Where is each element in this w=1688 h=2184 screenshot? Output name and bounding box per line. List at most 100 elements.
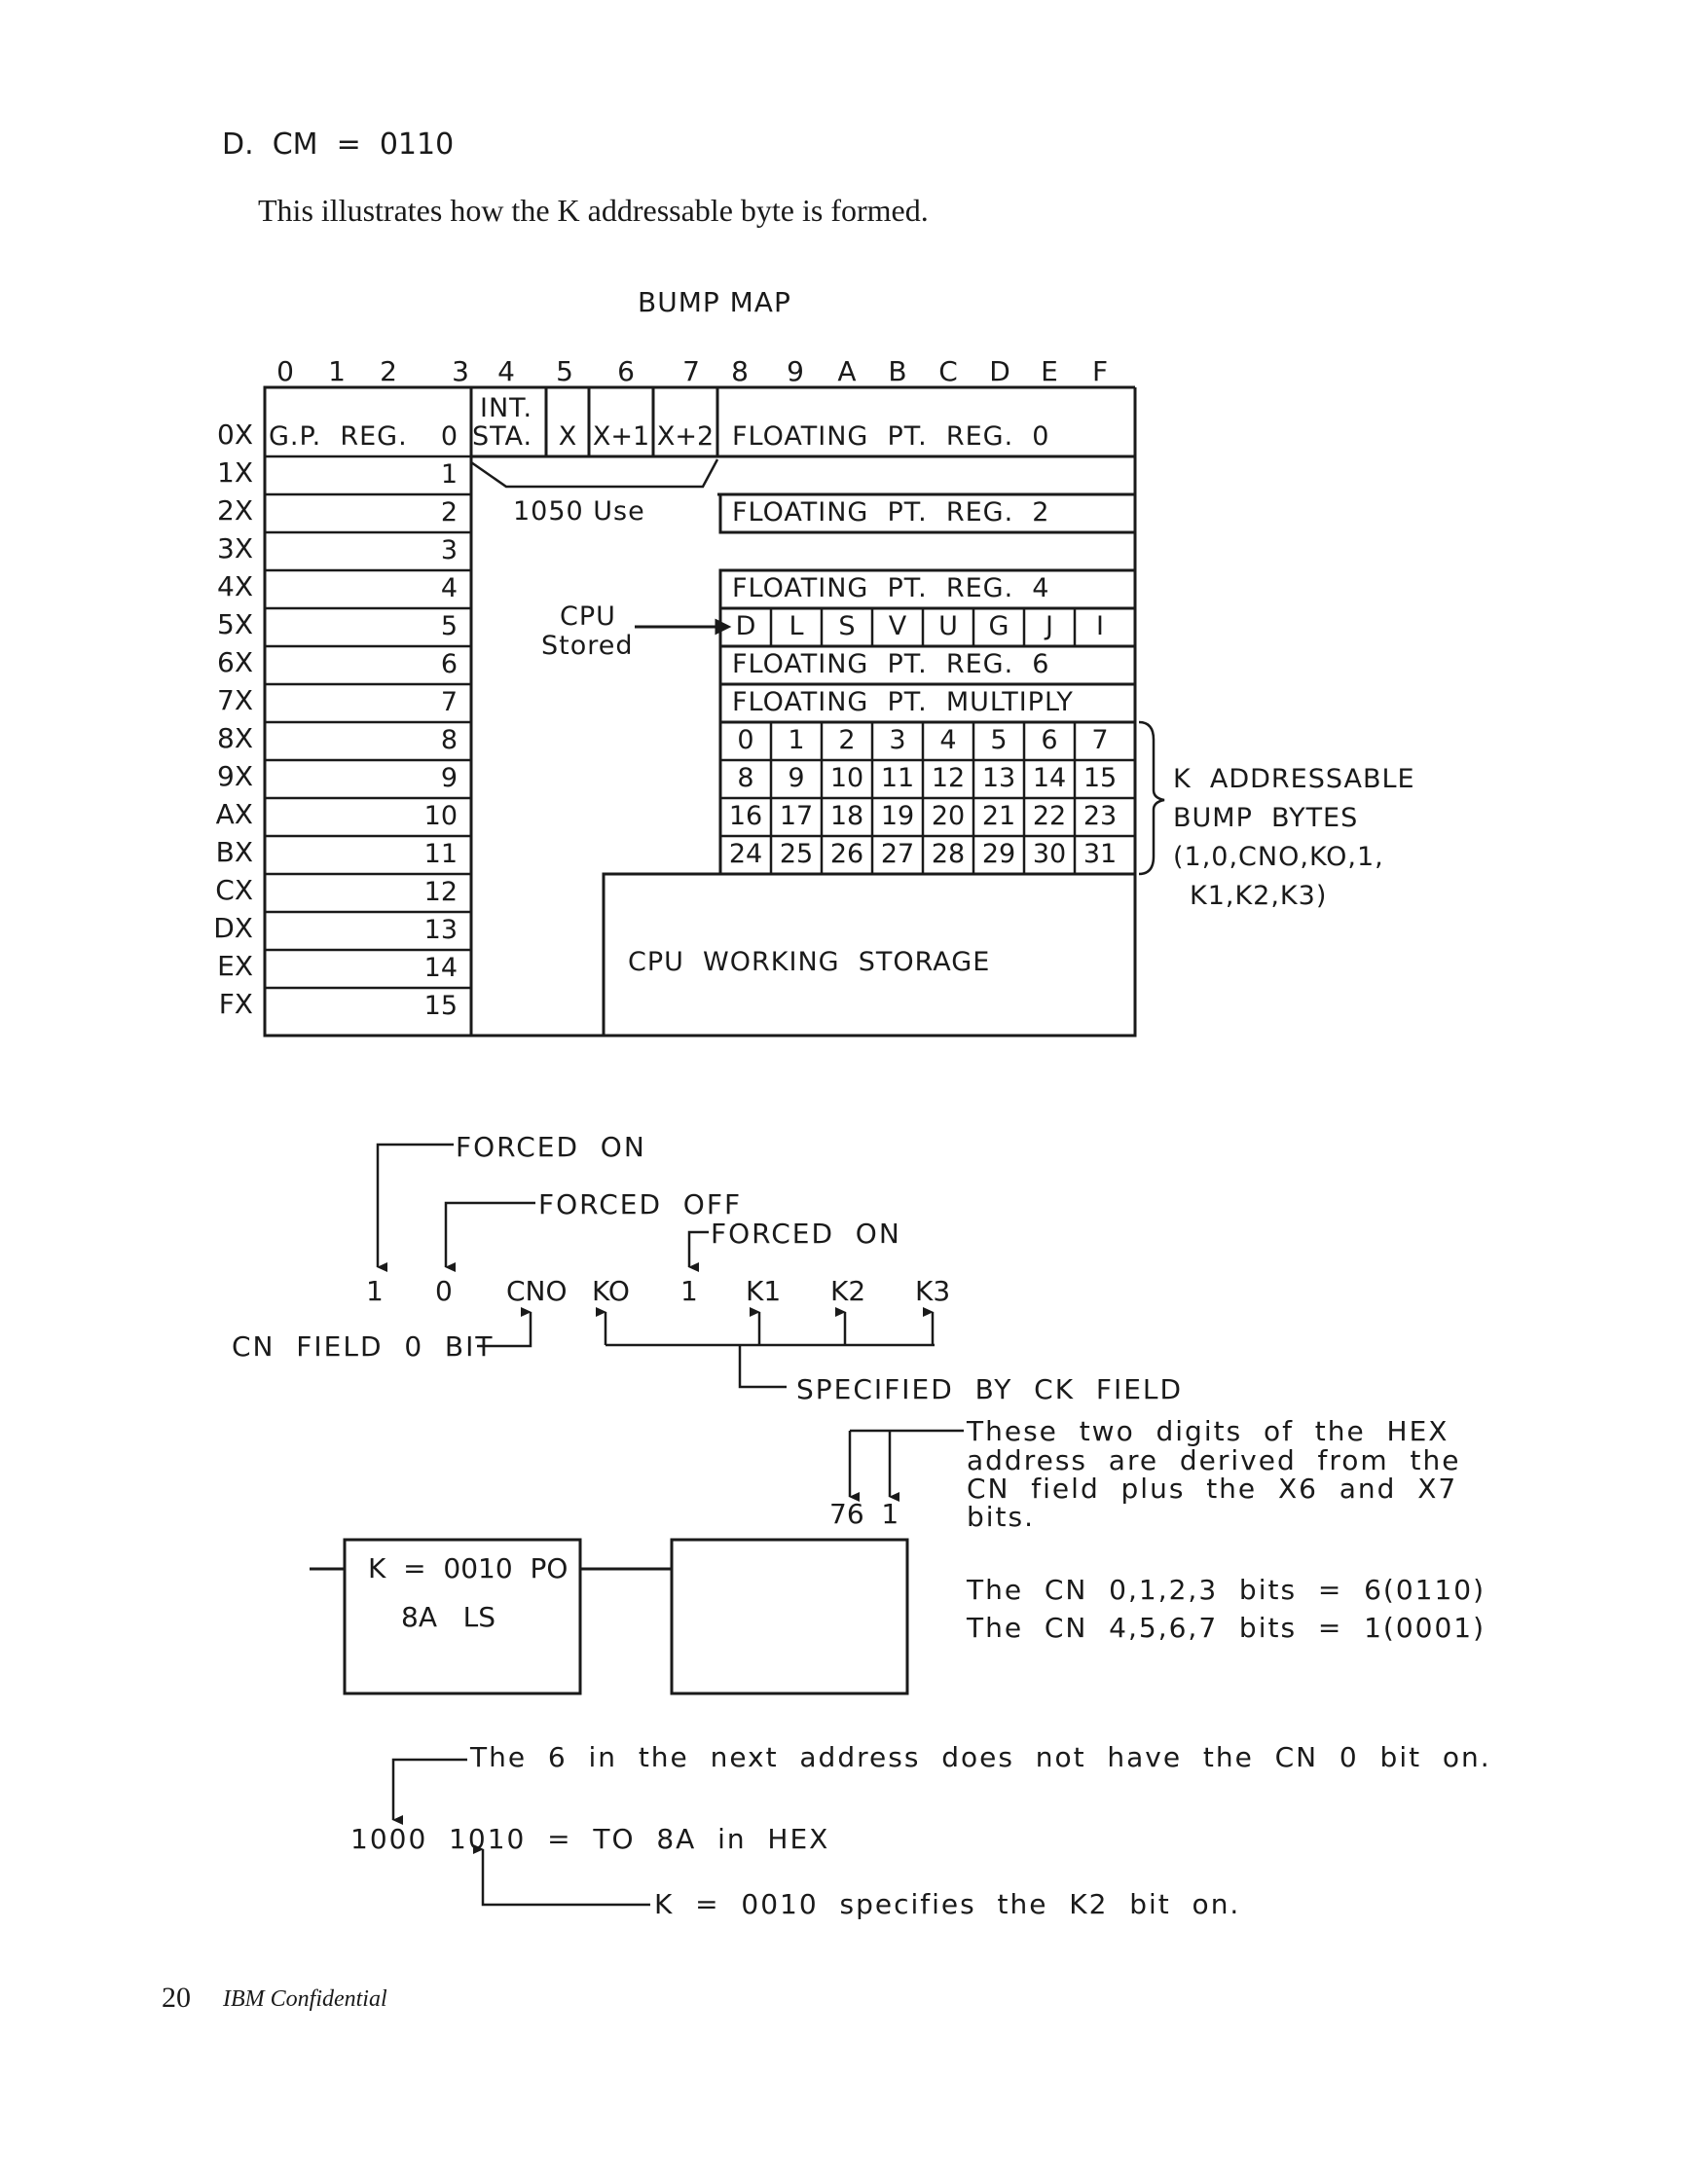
k-byte: 20 [931, 801, 966, 831]
hex-line: 1000 1010 = TO 8A in HEX [350, 1823, 830, 1855]
k-byte: 31 [1083, 839, 1118, 869]
row-label: 0X [217, 419, 253, 451]
k-byte: 23 [1083, 801, 1118, 831]
bump-map-title: BUMP MAP [638, 286, 791, 318]
gp-reg-number: 9 [440, 763, 458, 793]
address-box-right [670, 1538, 909, 1695]
gp-register-row-dividers [265, 455, 471, 990]
k-note-line2: BUMP BYTES [1173, 803, 1359, 833]
k-byte: 9 [788, 763, 805, 793]
digits-note-line1: These two digits of the HEX [967, 1415, 1449, 1447]
cpu-stored-line2: Stored [541, 631, 634, 661]
k-byte: 4 [939, 725, 957, 755]
column-header: E [1041, 355, 1058, 387]
bit-0: 0 [435, 1275, 453, 1307]
column-header: 9 [787, 355, 804, 387]
row-label: 4X [217, 570, 253, 602]
bit-k2: K2 [830, 1275, 866, 1307]
fp-reg-6-box [718, 644, 1137, 686]
forced-off-arrow [444, 1201, 535, 1272]
status-row-box [718, 606, 1137, 648]
row-label: FX [218, 988, 253, 1020]
k-byte: 26 [829, 839, 864, 869]
next-address-note: The 6 in the next address does not have … [470, 1741, 1491, 1773]
k-note-line3: (1,0,CNO,KO,1, [1173, 842, 1384, 872]
fp-multiply: FLOATING PT. MULTIPLY [732, 687, 1074, 717]
column-header: 6 [617, 355, 635, 387]
gp-reg-number: 14 [423, 953, 458, 983]
forced-on-label-2: FORCED ON [711, 1218, 901, 1250]
forced-off-label: FORCED OFF [538, 1188, 743, 1220]
fp-reg-6: FLOATING PT. REG. 6 [732, 649, 1050, 679]
row-label: 1X [217, 456, 253, 489]
column-header: 1 [328, 355, 346, 387]
gp-reg-number: 4 [440, 573, 458, 603]
cn-bits-line2: The CN 4,5,6,7 bits = 1(0001) [967, 1612, 1486, 1644]
status-letter: S [838, 611, 856, 641]
row-label: BX [215, 836, 253, 868]
x-plus-2-label: X+2 [656, 421, 715, 452]
k-byte: 13 [981, 763, 1016, 793]
confidential-label: IBM Confidential [223, 1986, 387, 2012]
k-byte: 12 [931, 763, 966, 793]
fp-reg-0: FLOATING PT. REG. 0 [732, 421, 1050, 452]
k-byte: 19 [880, 801, 915, 831]
k-addressable-brace [1138, 720, 1165, 876]
gp-reg-number: 11 [423, 839, 458, 869]
fp-reg-2-box [718, 492, 1137, 534]
k-byte: 11 [880, 763, 915, 793]
k-spec-note: K = 0010 specifies the K2 bit on. [654, 1888, 1241, 1920]
use-1050-bracket [470, 458, 719, 489]
digits-note-line3: CN field plus the X6 and X7 [967, 1473, 1458, 1505]
status-letter: U [938, 611, 958, 641]
gp-register-block [263, 385, 473, 1037]
status-letter: V [888, 611, 907, 641]
gp-reg-number: 15 [423, 991, 458, 1021]
fp-reg-4-box [718, 568, 1137, 610]
intro-text: This illustrates how the K addressable b… [258, 193, 929, 228]
column-header: B [888, 355, 907, 387]
k-byte: 17 [779, 801, 814, 831]
k-bytes-grid-lines [720, 722, 1135, 874]
k-byte: 3 [889, 725, 906, 755]
row-label: CX [215, 874, 253, 906]
k-byte: 18 [829, 801, 864, 831]
bit-k3: K3 [915, 1275, 951, 1307]
gp-reg-label: G.P. REG. [269, 421, 408, 452]
cn-bits-line1: The CN 0,1,2,3 bits = 6(0110) [967, 1574, 1486, 1606]
column-header: 3 [452, 355, 469, 387]
box-line1: K = 0010 PO [368, 1552, 569, 1584]
digits-note-line4: bits. [967, 1501, 1036, 1533]
k-byte: 5 [990, 725, 1008, 755]
specified-label: SPECIFIED BY CK FIELD [796, 1373, 1184, 1405]
k-spec-arrow [473, 1844, 650, 1907]
fp-multiply-box [718, 682, 1137, 724]
k-byte: 21 [981, 801, 1016, 831]
column-header: C [938, 355, 958, 387]
gp-reg-number: 7 [440, 687, 458, 717]
row-label: AX [215, 798, 253, 830]
forced-on-arrow-2 [687, 1230, 709, 1272]
column-header: F [1091, 355, 1109, 387]
cpu-stored-line1: CPU [560, 601, 616, 632]
k-byte: 6 [1041, 725, 1058, 755]
row-label: 8X [217, 722, 253, 754]
k-byte: 7 [1091, 725, 1109, 755]
status-letter: G [988, 611, 1009, 641]
int-sta-line1: INT. [480, 393, 533, 423]
digits-note-line2: address are derived from the [967, 1444, 1461, 1476]
digit-labels: 76 1 [829, 1498, 899, 1530]
bit-k1: K1 [746, 1275, 782, 1307]
k-byte: 29 [981, 839, 1016, 869]
x-plus-1-label: X+1 [592, 421, 650, 452]
k-byte: 22 [1032, 801, 1067, 831]
bit-ko: KO [592, 1275, 630, 1307]
k-byte: 1 [788, 725, 805, 755]
k-byte: 10 [829, 763, 864, 793]
row-label: 5X [217, 608, 253, 640]
column-header: 4 [497, 355, 515, 387]
gp-reg-number: 6 [440, 649, 458, 679]
cn-field-arrow [477, 1307, 532, 1348]
k-byte: 28 [931, 839, 966, 869]
